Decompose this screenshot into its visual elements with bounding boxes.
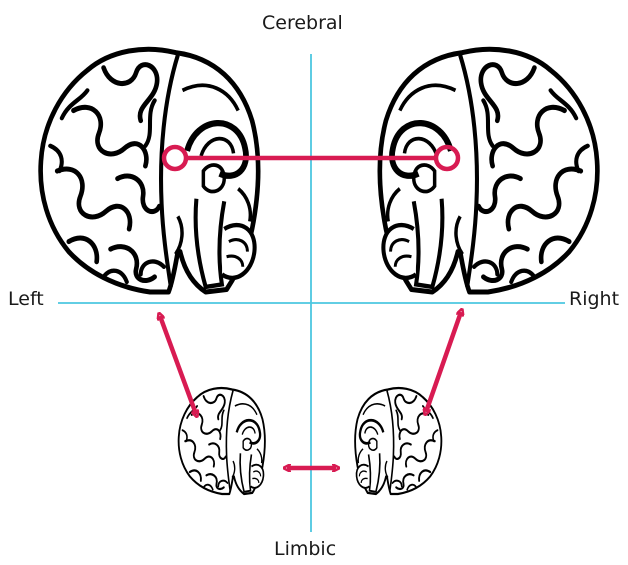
axis-label-top: Cerebral — [262, 14, 343, 33]
brain-cerebral-right-icon — [380, 49, 598, 292]
axis-label-left: Left — [8, 290, 44, 309]
axis-label-right: Right — [569, 290, 619, 309]
left-double-arrow-icon — [160, 316, 196, 414]
axis-label-bottom: Limbic — [274, 540, 336, 559]
brain-cerebral-left-icon — [41, 49, 259, 292]
right-double-arrow-icon — [426, 312, 461, 412]
